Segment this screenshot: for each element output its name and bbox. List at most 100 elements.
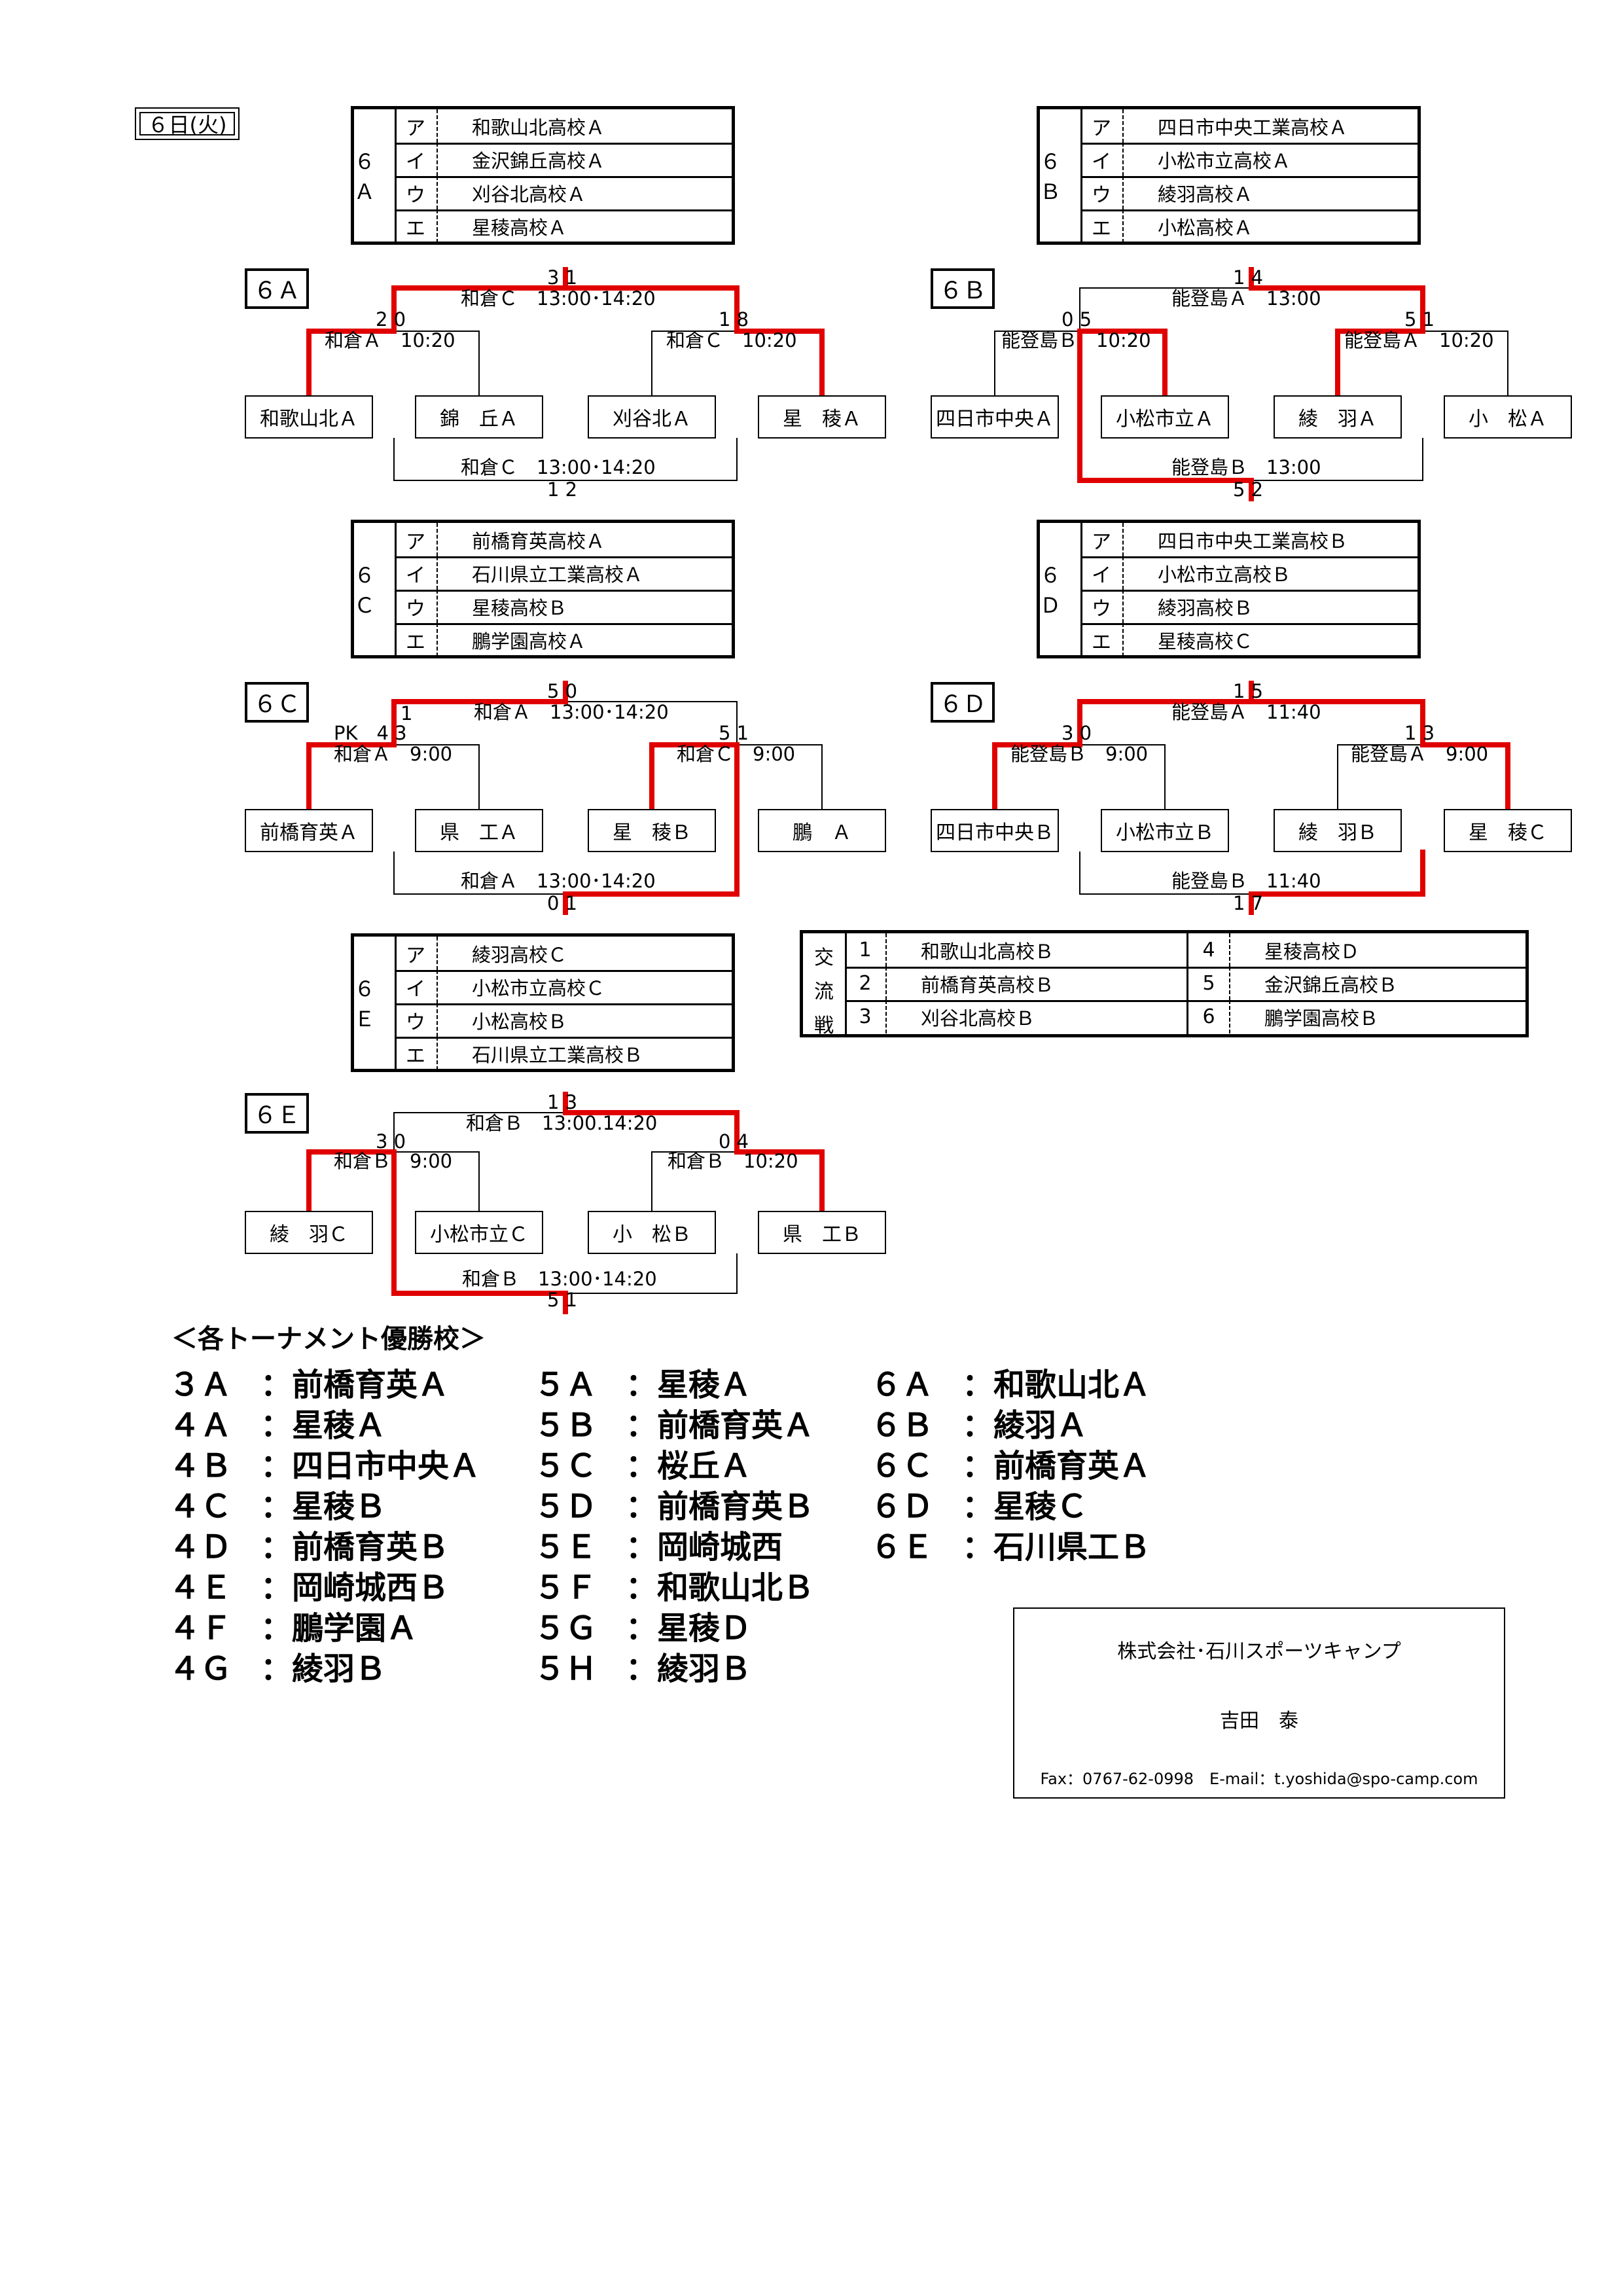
score-6e-final-top: 1 3 (547, 1091, 578, 1113)
row-key: ウ (1080, 176, 1124, 209)
team-box: 星 稜Ｃ (1444, 809, 1572, 852)
bracket-6d-lines (992, 681, 1510, 915)
team-name: 星稜高校Ａ (472, 216, 567, 239)
team-box: 県 工Ｂ (758, 1211, 886, 1254)
contact-box: 株式会社･石川スポーツキャンプ 吉田 泰 Fax：0767-62-0998 E-… (1013, 1607, 1505, 1799)
team-box: 錦 丘Ａ (415, 395, 543, 439)
venue-6c-m2: 和倉Ｃ 9:00 (677, 743, 796, 765)
contact-details: Fax：0767-62-0998 E-mail：t.yoshida@spo-ca… (1040, 1770, 1478, 1788)
team-table-6e: ６Ｅ ア綾羽高校Ｃ イ小松市立高校Ｃ ウ小松高校Ｂ エ石川県立工業高校Ｂ (351, 933, 735, 1072)
team-name: 綾羽高校Ｃ (472, 943, 567, 966)
champion-entry: ６Ｅ：石川県工Ｂ (870, 1529, 1151, 1566)
team-box: 綾 羽Ｃ (245, 1211, 373, 1254)
team-table-6a: ６Ａ ア和歌山北高校Ａ イ金沢錦丘高校Ａ ウ刈谷北高校Ａ エ星稜高校Ａ (351, 106, 735, 245)
exchange-team: 金沢錦丘高校Ｂ (1264, 973, 1398, 996)
row-key: ア (1080, 523, 1124, 556)
row-key: ウ (395, 590, 438, 623)
venue-6e-final-bottom: 和倉Ｂ 13:00･14:20 (462, 1268, 657, 1290)
table-code: ６Ｃ (354, 523, 397, 655)
bracket-6b-lines (994, 267, 1508, 501)
venue-6b-final-bottom: 能登島Ｂ 13:00 (1171, 456, 1321, 478)
bracket-label-6a: ６Ａ (245, 268, 309, 309)
bracket-label-6e: ６Ｅ (245, 1093, 309, 1134)
exchange-num: 1 (845, 933, 887, 967)
row-key: ア (395, 937, 438, 970)
bracket-6e-lines (306, 1092, 825, 1314)
team-name: 小松高校Ｂ (472, 1010, 567, 1033)
score-6c-final-bottom: 0 1 (547, 892, 578, 914)
exchange-num: 2 (845, 967, 887, 1000)
champion-entry: ４Ａ：星稜Ａ (169, 1407, 387, 1444)
venue-6a-final-top: 和倉Ｃ 13:00･14:20 (461, 287, 656, 310)
row-key: ア (395, 523, 438, 556)
champion-entry: ５Ｂ：前橋育英Ａ (534, 1407, 815, 1444)
score-6a-final-top: 3 1 (547, 266, 578, 289)
champion-entry: ５Ｆ：和歌山北Ｂ (534, 1570, 815, 1606)
team-name: 小松市立高校Ｂ (1158, 563, 1291, 586)
bracket-label-6b: ６Ｂ (931, 268, 995, 309)
venue-6b-m1: 能登島Ｂ 10:20 (1001, 329, 1151, 351)
champion-entry: ５Ｅ：岡崎城西 (534, 1529, 783, 1566)
side-char: 流 (814, 980, 834, 1003)
champion-entry: ５Ｄ：前橋育英Ｂ (534, 1488, 815, 1525)
row-key: ア (395, 109, 438, 143)
team-box: 鵬 Ａ (758, 809, 886, 852)
team-box: 和歌山北Ａ (245, 395, 373, 439)
champion-entry: ４Ｄ：前橋育英Ｂ (169, 1529, 450, 1566)
score-6b-m2: 5 1 (1404, 308, 1435, 331)
champion-entry: ３Ａ：前橋育英Ａ (169, 1367, 450, 1403)
exchange-num: 6 (1188, 1000, 1230, 1033)
date-label-box: ６日(火) (135, 107, 240, 140)
company-name: 株式会社･石川スポーツキャンプ (1117, 1640, 1401, 1663)
venue-6d-final-top: 能登島Ａ 11:40 (1171, 701, 1321, 723)
champion-entry: ６Ｂ：綾羽Ａ (870, 1407, 1088, 1444)
team-box: 小 松Ｂ (588, 1211, 716, 1254)
venue-6e-m2: 和倉Ｂ 10:20 (668, 1150, 798, 1172)
team-name: 四日市中央工業高校Ａ (1158, 116, 1348, 139)
table-code: ６Ｂ (1040, 109, 1082, 242)
team-box: 星 稜Ｂ (588, 809, 716, 852)
venue-6a-m2: 和倉Ｃ 10:20 (666, 329, 797, 351)
team-box: 県 工Ａ (415, 809, 543, 852)
score-6d-final-bottom: 1 7 (1233, 892, 1264, 914)
team-box: 小松市立Ｃ (415, 1211, 543, 1254)
score-6d-m1: 3 0 (1061, 722, 1092, 744)
row-key: エ (395, 209, 438, 243)
champion-entry: ４Ｅ：岡崎城西Ｂ (169, 1570, 450, 1606)
venue-6c-final-top: 和倉Ａ 13:00･14:20 (474, 701, 669, 723)
team-name: 前橋育英高校Ａ (472, 529, 605, 552)
bracket-label-6d: ６Ｄ (931, 682, 995, 723)
team-name: 和歌山北高校Ａ (472, 116, 605, 139)
venue-6a-m1: 和倉Ａ 10:20 (325, 329, 455, 351)
score-6c-m1: 1 (401, 702, 413, 725)
venue-6d-m2: 能登島Ａ 9:00 (1351, 743, 1489, 765)
row-key: イ (395, 143, 438, 176)
team-name: 小松市立高校Ｃ (472, 977, 605, 999)
row-key: ウ (395, 176, 438, 209)
bracket-6c-lines (306, 681, 823, 915)
team-name: 石川県立工業高校Ｂ (472, 1043, 643, 1066)
team-name: 金沢錦丘高校Ａ (472, 149, 605, 172)
pk-6c-m1: PK 4 3 (334, 722, 407, 744)
date-label: ６日(火) (139, 112, 235, 137)
champion-entry: ５Ｇ：星稜Ｄ (534, 1610, 752, 1647)
table-code: ６Ａ (354, 109, 397, 242)
team-name: 星稜高校Ｂ (472, 596, 567, 619)
score-6d-final-top: 1 5 (1233, 680, 1264, 702)
exchange-num: 3 (845, 1000, 887, 1033)
champion-entry: ６Ｄ：星稜Ｃ (870, 1488, 1088, 1525)
table-code: ６Ｅ (354, 937, 397, 1069)
exchange-team: 刈谷北高校Ｂ (921, 1007, 1035, 1030)
table-code: ６Ｄ (1040, 523, 1082, 655)
row-key: エ (395, 1037, 438, 1070)
row-key: ウ (395, 1003, 438, 1037)
team-name: 小松市立高校Ａ (1158, 149, 1291, 172)
venue-6e-final-top: 和倉Ｂ 13:00.14:20 (466, 1112, 658, 1134)
team-name: 石川県立工業高校Ａ (472, 563, 643, 586)
score-6d-m2: 1 3 (1404, 722, 1435, 744)
team-table-6c: ６Ｃ ア前橋育英高校Ａ イ石川県立工業高校Ａ ウ星稜高校Ｂ エ鵬学園高校Ａ (351, 520, 735, 658)
venue-6c-final-bottom: 和倉Ａ 13:00･14:20 (461, 870, 656, 892)
